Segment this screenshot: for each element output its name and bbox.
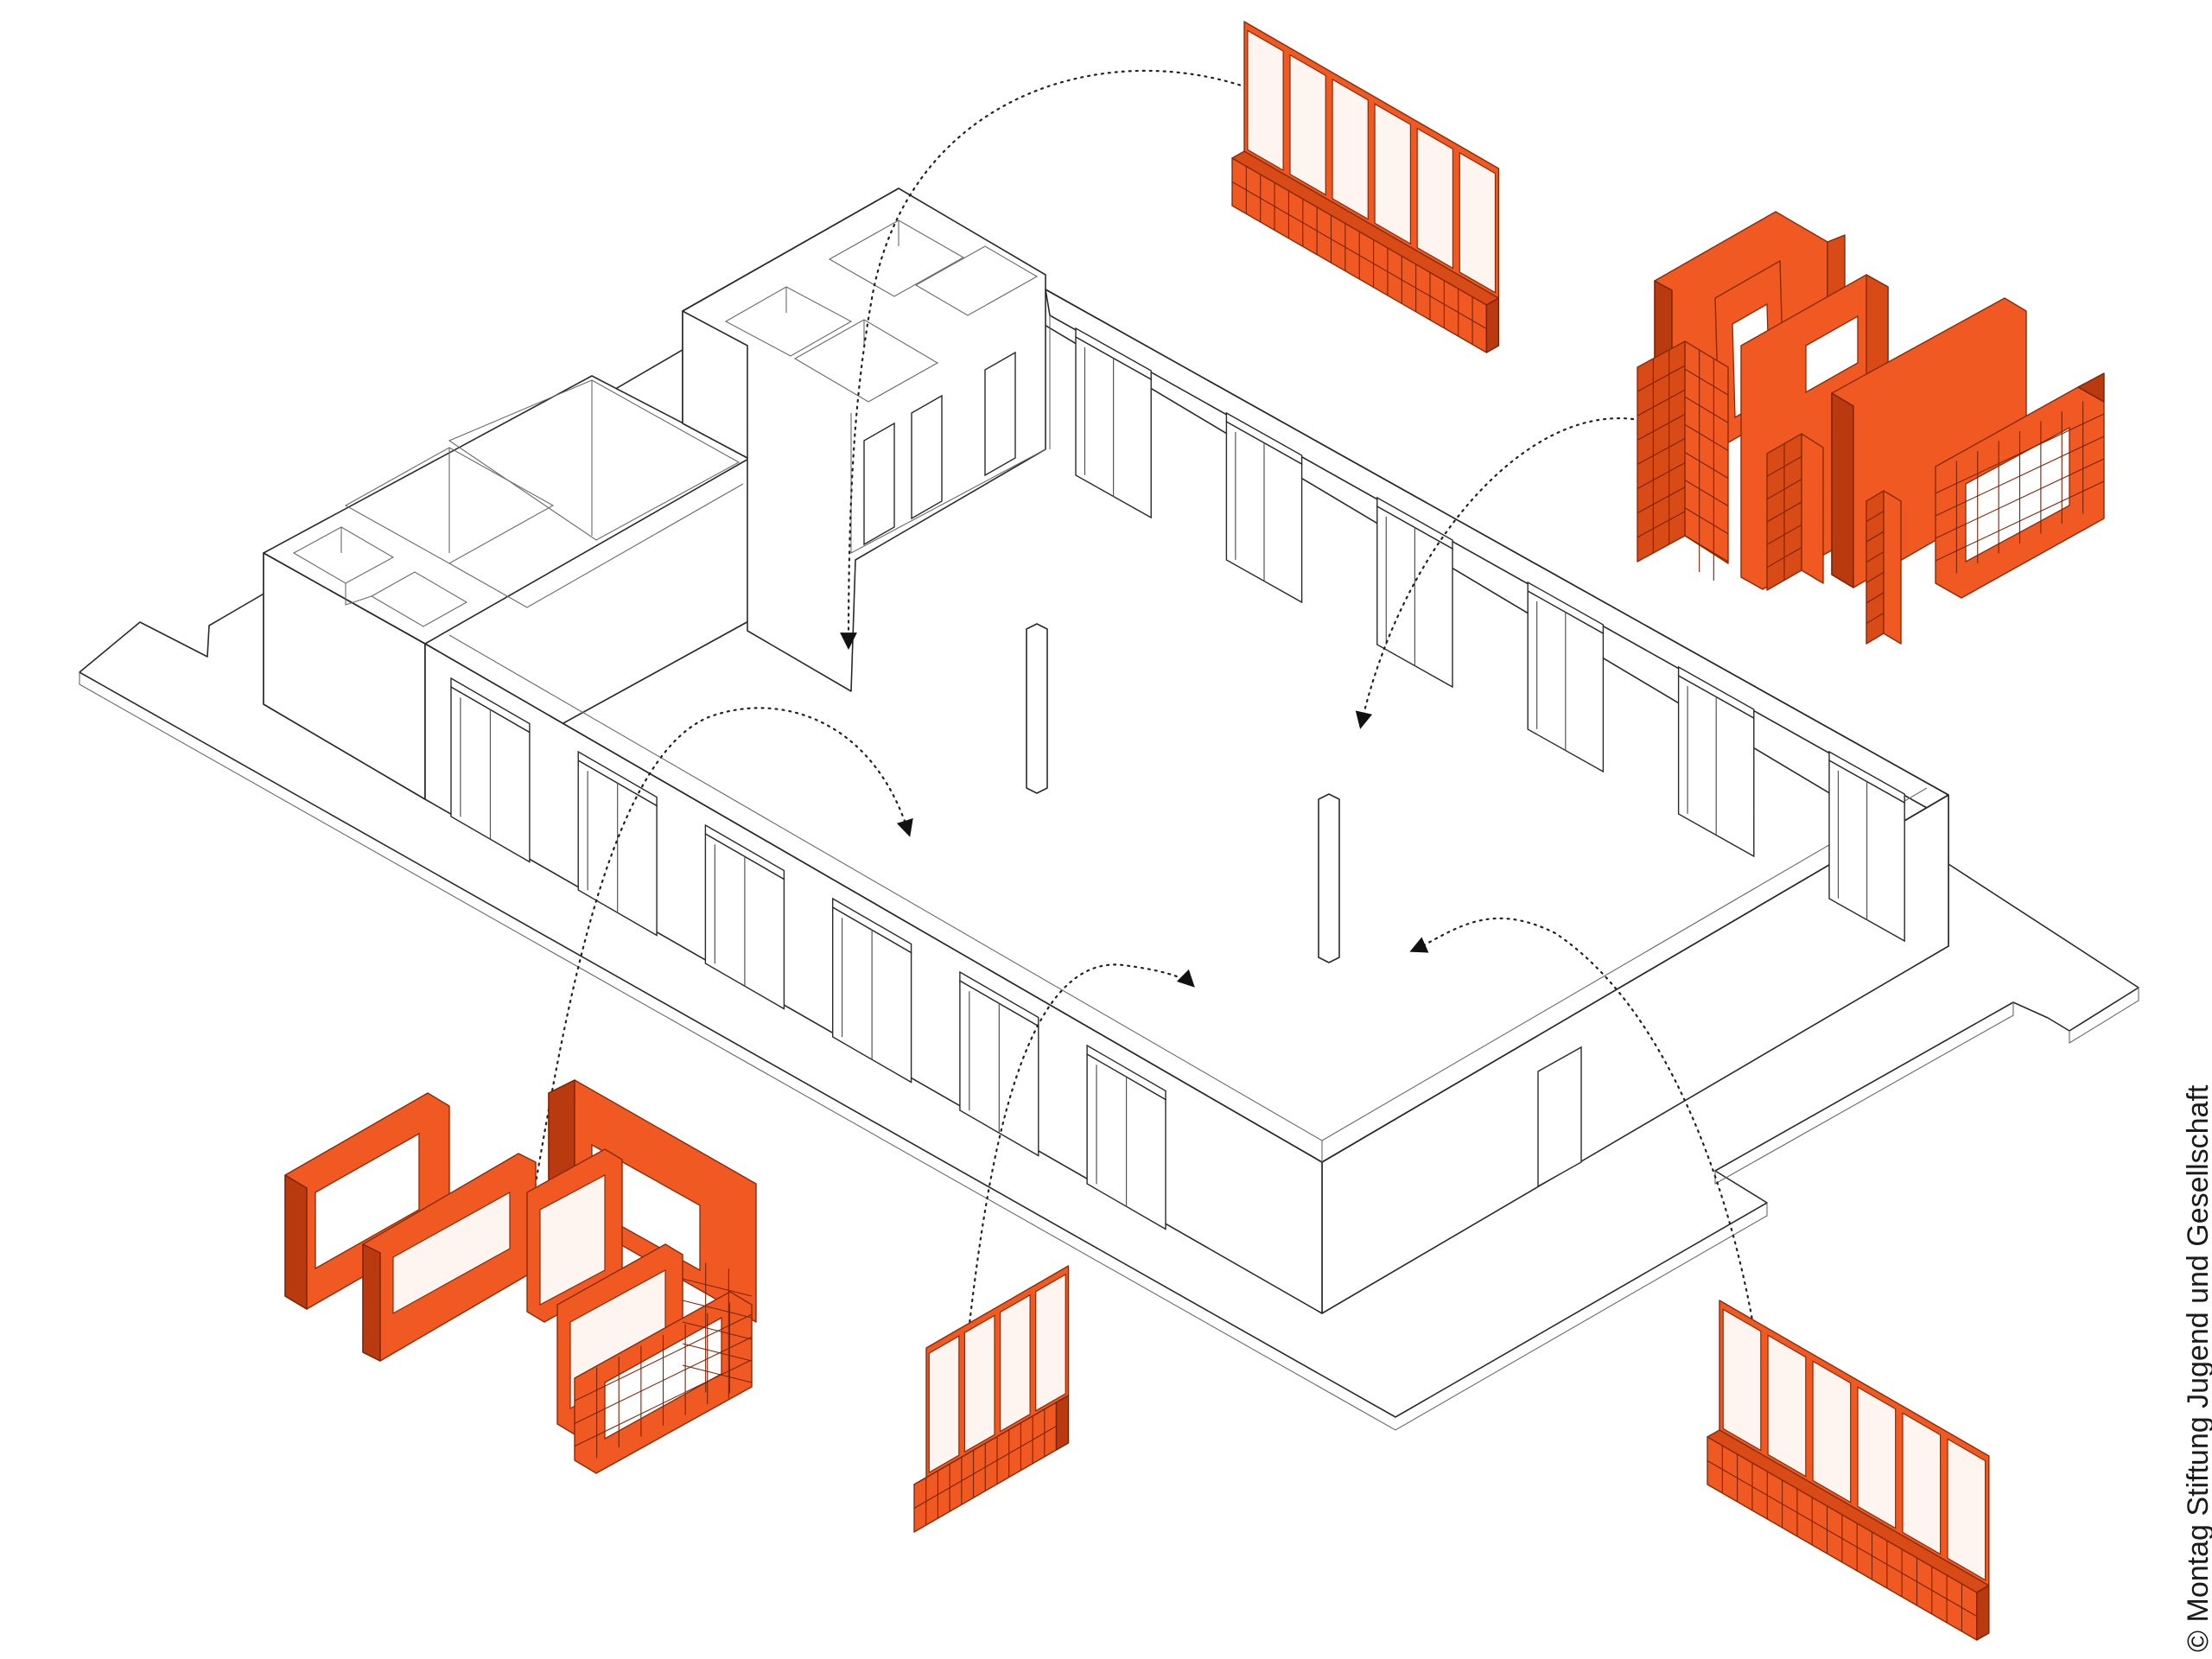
shelf-grid-line <box>1935 435 2105 517</box>
shelf-grid-line <box>682 1343 753 1362</box>
window-transom <box>1677 665 1755 720</box>
shelf-board <box>913 1426 1057 1509</box>
arrow-bottom-shelf <box>956 963 1195 1440</box>
shelf-grid-line <box>1866 531 1885 543</box>
shelf-grid-line <box>1766 524 1802 545</box>
shelf-grid-line <box>1766 547 1802 569</box>
window-transom <box>1376 496 1453 550</box>
arrow-left-frames <box>532 707 913 1194</box>
arrow-right-frames <box>1355 416 1635 729</box>
shelf-grid-line <box>1637 365 1686 392</box>
shelf-grid-line <box>1637 486 1686 514</box>
shelf-grid-line <box>1684 368 1729 396</box>
right-module-shelf-grid <box>1637 350 2105 624</box>
window-shelf-module-bottom <box>913 1265 1070 1533</box>
window-pane <box>1459 151 1497 294</box>
shelf-grid-line <box>682 1278 753 1297</box>
service-rooms-block <box>263 188 1046 800</box>
window-pane <box>1902 1412 1942 1555</box>
window-transom <box>1086 1044 1166 1101</box>
shelf-grid-line <box>1637 462 1686 490</box>
shelf-grid-line <box>1684 535 1729 563</box>
shelf-grid-line <box>1766 501 1802 523</box>
shelf-grid-line <box>574 1337 753 1424</box>
shelf-grid-line <box>1637 511 1686 538</box>
shelf-grid-line <box>1684 423 1729 451</box>
frame-module-group-right <box>1637 211 2105 645</box>
shelf-side <box>1485 297 1500 353</box>
shelf-grid-line <box>1684 396 1729 423</box>
window-transom <box>1828 750 1905 804</box>
window-transom <box>1527 581 1605 635</box>
shelf-grid-line <box>1935 480 2105 562</box>
window-pane <box>1247 29 1284 172</box>
window-pane <box>963 1314 995 1453</box>
shelf-side <box>1976 1585 1990 1641</box>
window-transom <box>832 897 912 954</box>
arrow-bottom-right-shelf <box>1409 917 1769 1436</box>
window-transom <box>577 750 658 807</box>
shelf-grid-line <box>1684 507 1729 535</box>
arrow-top-shelf <box>840 69 1371 650</box>
shelf-grid-line <box>682 1364 753 1383</box>
window-pane <box>928 1335 960 1474</box>
left-module-shelf-grid <box>574 1262 753 1459</box>
window-pane <box>1289 54 1326 196</box>
shelf-board <box>1231 181 1487 329</box>
shelf-grid-line <box>1866 612 1885 624</box>
shelf-grid-line <box>1866 592 1885 604</box>
window-pane <box>1000 1294 1031 1433</box>
window-transom <box>450 677 531 734</box>
shelf-grid-line <box>1935 458 2105 539</box>
shelf-grid-line <box>1637 413 1686 441</box>
window-shelf-module-top <box>1231 21 1500 353</box>
window-pane <box>1722 1308 1762 1452</box>
window-pane <box>1947 1438 1986 1581</box>
back-wall-windows <box>1075 327 1905 943</box>
window-shelf-module-bottom-right <box>1707 1300 1990 1641</box>
shelf-grid-line <box>574 1359 753 1447</box>
window-transom <box>704 823 785 880</box>
shelf-grid-line <box>1935 413 2105 494</box>
shelf-grid-line <box>1637 389 1686 416</box>
shelf-grid-line <box>682 1321 753 1340</box>
shelf-grid-line <box>1866 571 1885 583</box>
shelf-grid-line <box>1766 455 1802 477</box>
shelf-side <box>1055 1395 1070 1451</box>
window-pane <box>1812 1360 1852 1503</box>
shelf-grid-line <box>1866 551 1885 563</box>
shelf-grid-line <box>1866 511 1885 523</box>
placement-arrows <box>532 69 1769 1440</box>
shelf-grid-line <box>1684 480 1729 507</box>
window-transom <box>1075 327 1152 381</box>
shelf-grid-line <box>682 1300 753 1319</box>
window-pane <box>1857 1386 1897 1529</box>
shelf-grid-line <box>574 1313 753 1402</box>
window-transom <box>1225 411 1303 466</box>
window-pane <box>1374 103 1411 245</box>
shelf-board <box>1707 1460 1978 1617</box>
shelf-grid-line <box>1637 438 1686 465</box>
front-wall-windows <box>450 677 1166 1230</box>
window-pane <box>1035 1273 1066 1412</box>
window-pane <box>1416 127 1453 270</box>
copyright-text: © Montag Stiftung Jugend und Gesellschaf… <box>2182 1084 2212 1652</box>
window-pane <box>1332 78 1369 220</box>
window-pane <box>1767 1334 1807 1478</box>
shelf-grid-line <box>1766 479 1802 500</box>
shelf-grid-line <box>1684 452 1729 479</box>
